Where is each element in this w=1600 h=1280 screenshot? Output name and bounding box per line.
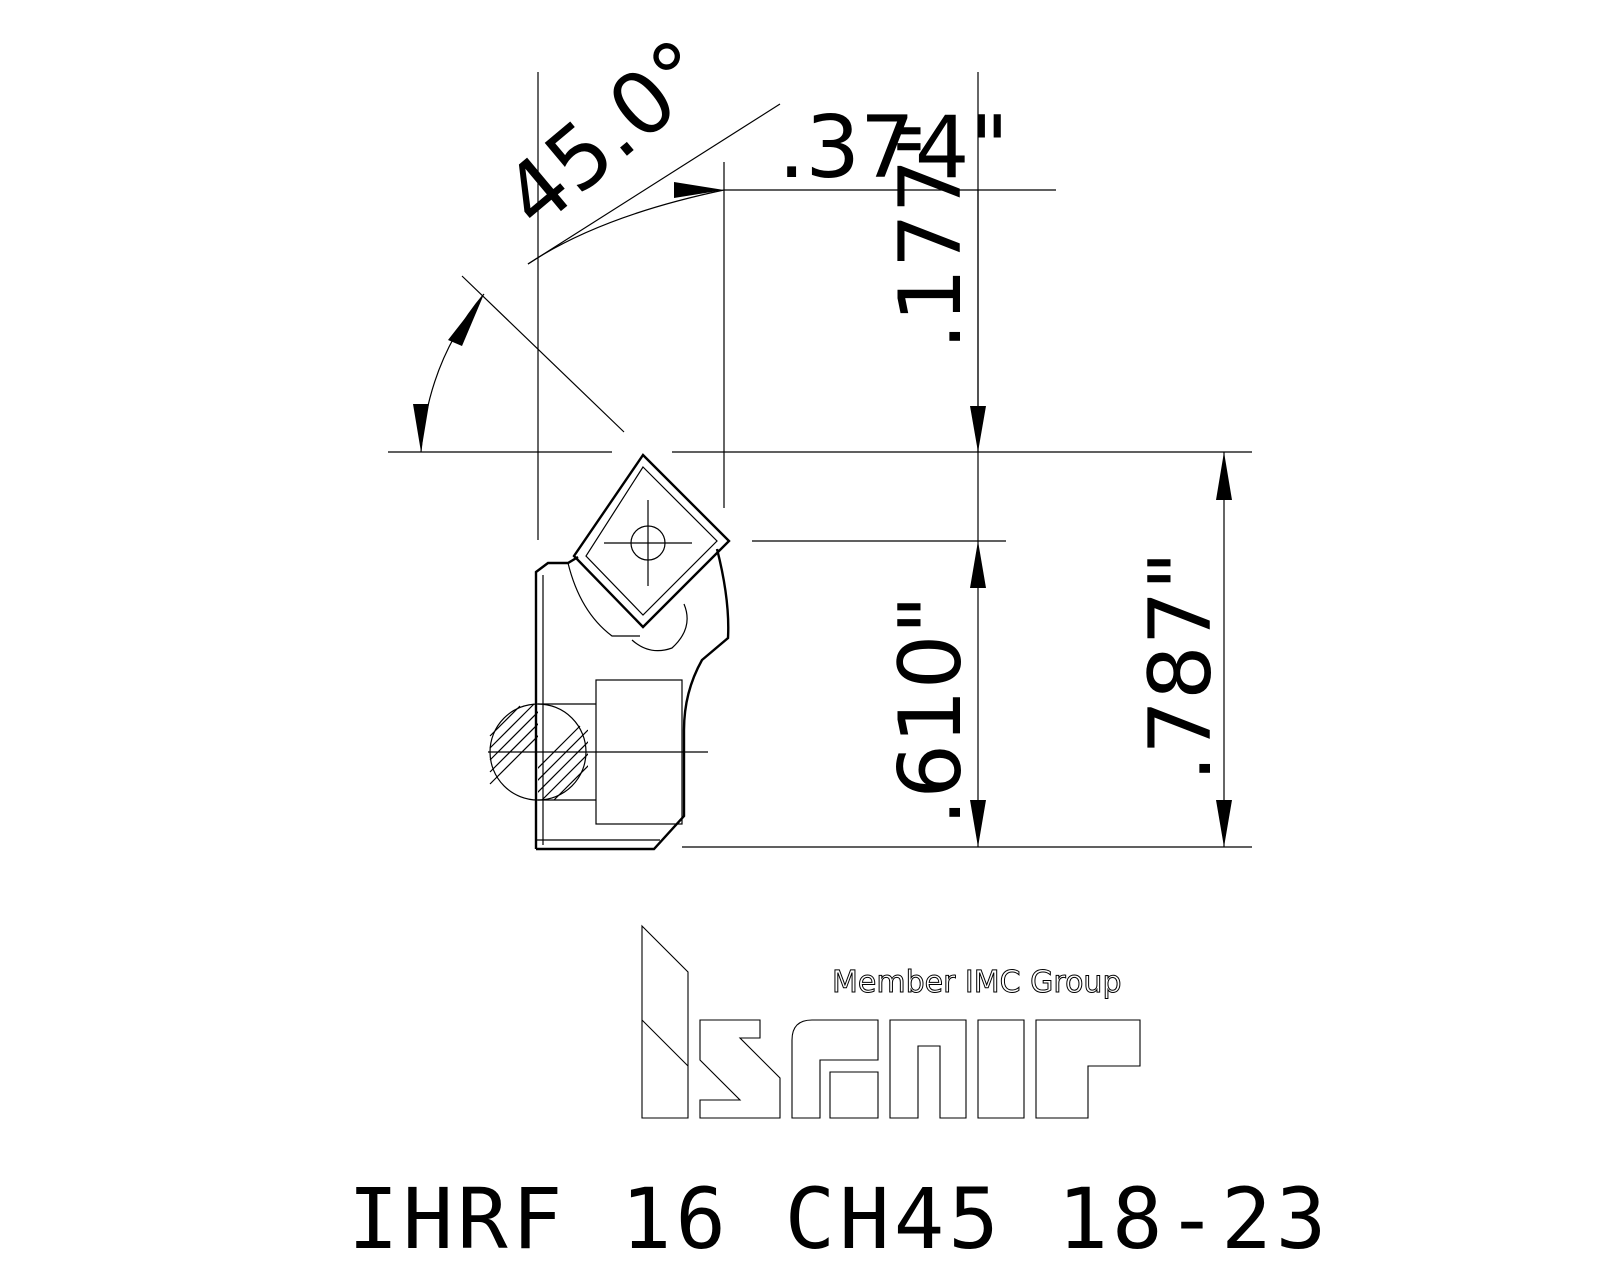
part-number: IHRF 16 CH45 18-23 [348, 1170, 1330, 1268]
clamp-screw [488, 703, 708, 801]
tool-holder [534, 548, 730, 851]
insert-height-label: .610" [881, 595, 981, 826]
brand-logo: iscar Member IMC Group [641, 924, 1141, 1119]
logo-tagline: Member IMC Group [832, 965, 1121, 1000]
insert [572, 453, 731, 629]
vertical-dimensions [970, 190, 1232, 847]
top-width-label: .374" [778, 98, 1009, 198]
upper-height-label: .177" [881, 119, 981, 350]
total-height-label: .787" [1131, 551, 1231, 782]
angle-dimension [413, 182, 725, 453]
